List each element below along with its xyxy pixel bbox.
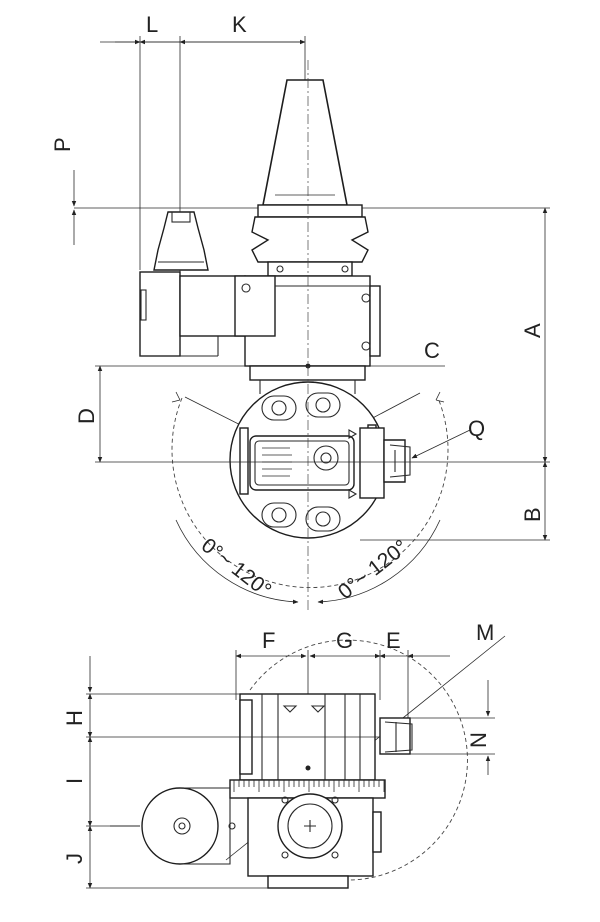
- dim-fge: [235, 650, 450, 720]
- bottom-body: [229, 693, 413, 889]
- angle-label-left: 0°~ 120°: [197, 534, 275, 602]
- label-h: H: [62, 710, 87, 726]
- scale-ticks: [233, 780, 385, 792]
- bolt-group: [261, 392, 341, 532]
- motor-drum: [110, 787, 236, 865]
- label-c: C: [424, 338, 440, 363]
- label-m: M: [476, 620, 494, 645]
- label-b: B: [520, 507, 545, 522]
- dim-n: [410, 680, 495, 775]
- bottom-view: [86, 635, 506, 889]
- label-j: J: [62, 853, 87, 864]
- side-unit: [139, 211, 276, 357]
- dim-hij: [86, 656, 380, 889]
- top-view: [71, 36, 550, 610]
- label-a: A: [520, 323, 545, 338]
- label-l: L: [146, 12, 158, 37]
- label-e: E: [386, 628, 401, 653]
- label-d: D: [74, 408, 99, 424]
- label-k: K: [232, 12, 247, 37]
- label-n: N: [466, 732, 491, 748]
- label-q: Q: [468, 416, 485, 441]
- label-i: I: [62, 778, 87, 784]
- angle-label-right: 0°~ 120°: [334, 536, 412, 604]
- label-g: G: [336, 628, 353, 653]
- label-f: F: [262, 628, 275, 653]
- label-p: P: [50, 137, 75, 152]
- taper-shank: [251, 79, 369, 277]
